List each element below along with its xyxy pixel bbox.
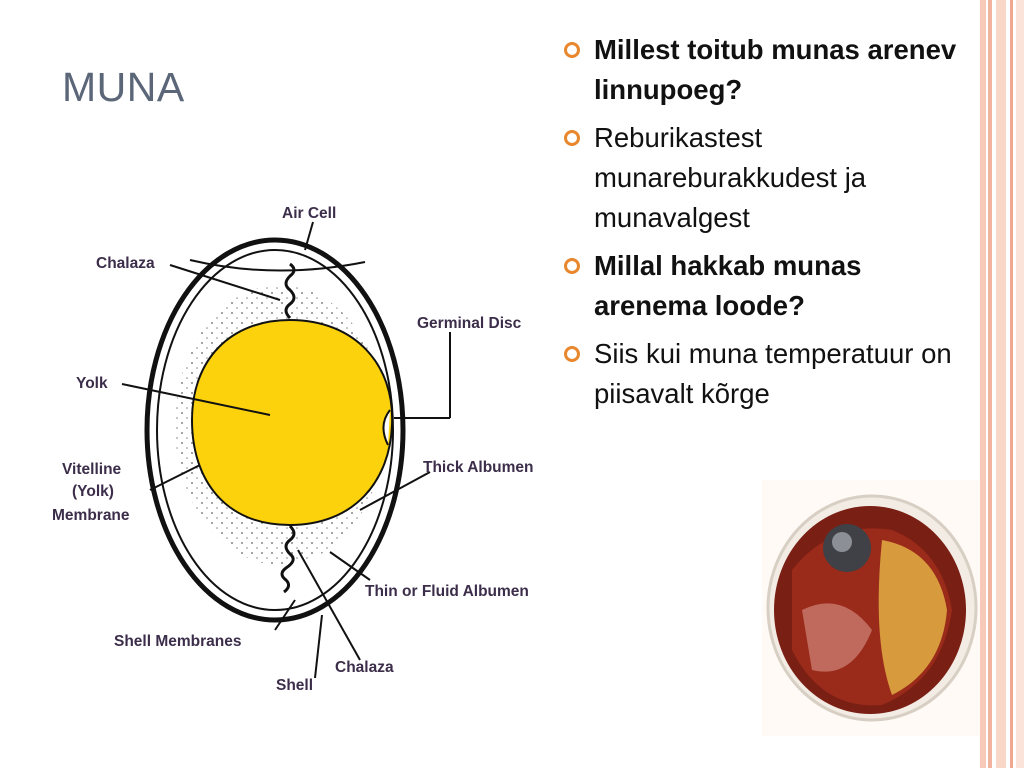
- label-vitelline-1: Vitelline: [62, 461, 122, 478]
- label-air-cell: Air Cell: [282, 205, 336, 222]
- bullet-text: Siis kui muna temperatuur on piisavalt k…: [594, 338, 952, 409]
- bullet-list: Millest toitub munas arenev linnupoeg? R…: [562, 30, 972, 422]
- slide-title: MUNA: [62, 64, 185, 111]
- egg-diagram: Air Cell Chalaza Germinal Disc Yolk Vite…: [40, 190, 570, 710]
- yolk: [192, 320, 392, 525]
- bullet-text: Millest toitub munas arenev linnupoeg?: [594, 34, 956, 105]
- bullet-answer-1: Reburikastest munareburakkudest ja munav…: [562, 118, 972, 238]
- embryo-photo: [762, 480, 980, 736]
- bullet-icon: [564, 130, 580, 146]
- decorative-border: [980, 0, 1024, 768]
- label-shell-membranes: Shell Membranes: [114, 633, 242, 650]
- bullet-text: Reburikastest munareburakkudest ja munav…: [594, 122, 866, 233]
- label-chalaza-top: Chalaza: [96, 255, 155, 272]
- label-shell: Shell: [276, 677, 313, 694]
- label-chalaza-bottom: Chalaza: [335, 659, 394, 676]
- label-vitelline-3: Membrane: [52, 507, 130, 524]
- label-yolk: Yolk: [76, 375, 108, 392]
- bullet-question-2: Millal hakkab munas arenema loode?: [562, 246, 972, 326]
- bullet-answer-2: Siis kui muna temperatuur on piisavalt k…: [562, 334, 972, 414]
- label-vitelline-2: (Yolk): [72, 483, 114, 500]
- bullet-question-1: Millest toitub munas arenev linnupoeg?: [562, 30, 972, 110]
- label-germinal-disc: Germinal Disc: [417, 315, 522, 332]
- bullet-icon: [564, 42, 580, 58]
- bullet-text: Millal hakkab munas arenema loode?: [594, 250, 861, 321]
- label-thin-albumen: Thin or Fluid Albumen: [365, 583, 529, 600]
- label-thick-albumen: Thick Albumen: [423, 459, 534, 476]
